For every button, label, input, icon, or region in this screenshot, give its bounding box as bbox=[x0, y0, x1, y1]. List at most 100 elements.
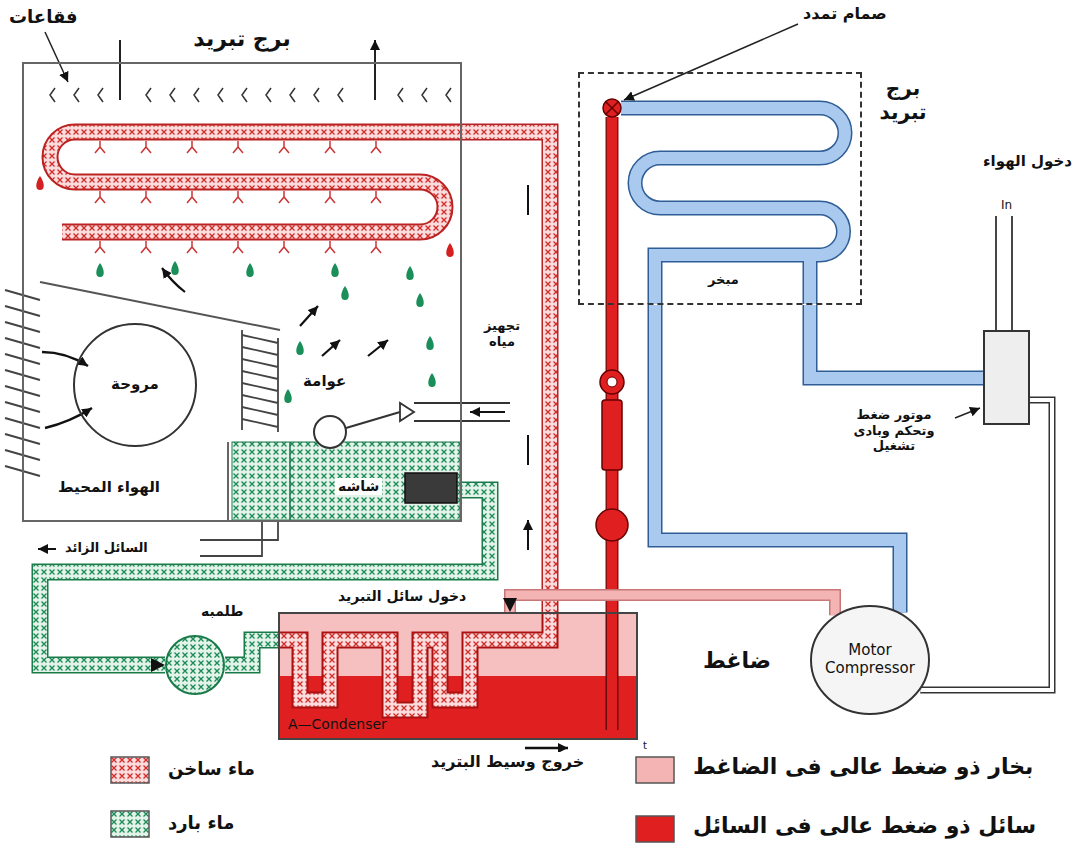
control-wire bbox=[920, 400, 1052, 690]
fan-housing bbox=[40, 282, 280, 330]
arrow-head bbox=[503, 598, 517, 612]
control-label: موتور ضغط وتحكم وبادى تشغيل bbox=[835, 407, 953, 454]
fan: مروحة bbox=[73, 323, 197, 447]
legend-text: ماء ساخن bbox=[165, 758, 258, 780]
leader-line bbox=[624, 24, 798, 100]
cooling-tower: برج تبريدمروحة bbox=[22, 62, 462, 522]
condenser-coil-outline bbox=[278, 612, 550, 710]
leader-line bbox=[955, 408, 980, 418]
condenser-label: A—Condenser bbox=[288, 716, 387, 733]
compressor-label: Motor Compressor bbox=[816, 641, 924, 677]
swatch-fill bbox=[636, 816, 674, 842]
leader-line bbox=[45, 32, 68, 82]
swatch-fill bbox=[111, 757, 149, 783]
hot-water-pipe-core bbox=[462, 132, 550, 612]
air-arrows bbox=[162, 268, 185, 292]
air-arrows bbox=[322, 340, 340, 356]
callout-label: مبخر bbox=[705, 272, 742, 288]
legend-text: ماء بارد bbox=[165, 812, 238, 834]
callout-label: عوامة bbox=[300, 372, 349, 390]
cold-water-pipe bbox=[225, 640, 278, 665]
overflow-arrow bbox=[38, 548, 56, 550]
control-box: موتور ضغط وتحكم وبادى تشغيل bbox=[983, 330, 1030, 425]
pump-label: طلمبه bbox=[201, 603, 244, 620]
swatch-fill bbox=[111, 811, 149, 837]
fan-arrows bbox=[45, 408, 92, 428]
suction-line bbox=[810, 305, 983, 378]
sight-glass-window bbox=[607, 377, 617, 387]
makeup-arrow bbox=[470, 411, 505, 413]
liquid-line-inner bbox=[607, 117, 617, 305]
suction-line-outline bbox=[810, 305, 983, 378]
callout-label: دخول الهواء bbox=[980, 152, 1075, 170]
callout-label: صمام تمدد bbox=[800, 4, 890, 23]
float-valve bbox=[400, 403, 414, 421]
cold-water-pipe bbox=[40, 490, 490, 672]
evaporator-coil bbox=[621, 108, 845, 304]
callout-label: الهواء المحيط bbox=[55, 478, 163, 496]
float-ball bbox=[314, 416, 346, 448]
callout-label: دخول سائل التبريد bbox=[335, 588, 469, 605]
air-arrows bbox=[300, 306, 318, 326]
hot-coil bbox=[50, 132, 462, 232]
hot-water-pipe bbox=[462, 132, 550, 612]
condenser-coil bbox=[278, 612, 550, 710]
callout-label: t bbox=[640, 740, 650, 752]
basin-divider bbox=[289, 442, 291, 520]
suction-line-core bbox=[655, 305, 900, 612]
fan-shape bbox=[74, 324, 196, 446]
screen-filter bbox=[405, 473, 457, 503]
fan-arrows bbox=[42, 352, 88, 366]
pump-shape bbox=[166, 636, 224, 694]
fan-label: مروحة bbox=[73, 375, 197, 393]
cold-water-pipe-outline bbox=[225, 640, 278, 665]
callout-label: فقاعات bbox=[6, 6, 81, 28]
air-arrows bbox=[368, 340, 388, 356]
hot-water-pipe-outline bbox=[462, 132, 550, 612]
tower-heading: برج تبريد bbox=[24, 26, 460, 52]
suction-line-outline bbox=[655, 305, 900, 612]
control-wire-outline bbox=[920, 400, 1052, 690]
filter-drier bbox=[602, 400, 622, 470]
cold-water-pipe-core bbox=[225, 640, 278, 665]
pump: طلمبه bbox=[165, 635, 225, 695]
cold-water-pipe-core bbox=[40, 490, 490, 665]
compressor: Motor Compressor bbox=[810, 605, 930, 715]
receiver bbox=[596, 509, 628, 541]
legend-text: بخار ذو ضغط عالى فى الضاغط bbox=[690, 754, 1036, 780]
callout-label: السائل الزائد bbox=[62, 540, 151, 556]
liquid-line-inner bbox=[606, 117, 619, 305]
hot-coil-outline bbox=[50, 132, 462, 232]
makeup-pipe bbox=[414, 403, 510, 421]
liquid-dip-tube bbox=[607, 612, 617, 730]
compressor-shape bbox=[811, 606, 929, 714]
callout-label: شاشه bbox=[335, 478, 382, 495]
overflow-pipe bbox=[200, 520, 278, 556]
cold-water-pipe-outline bbox=[40, 490, 490, 665]
expansion-valve-cross bbox=[606, 102, 618, 114]
legend-swatch bbox=[110, 810, 150, 838]
cold-basin bbox=[232, 442, 460, 520]
evaporator-coil-outline bbox=[621, 108, 845, 304]
sight-glass bbox=[600, 370, 624, 394]
legend-swatch bbox=[110, 756, 150, 784]
arrow-head bbox=[151, 658, 165, 672]
condenser: A—Condenser bbox=[278, 612, 638, 740]
drift-grille bbox=[242, 330, 278, 432]
swatch-fill bbox=[636, 757, 674, 783]
suction-line bbox=[655, 305, 900, 612]
liquid-dip-tube bbox=[606, 612, 619, 730]
evaporator-box: برج تبريد bbox=[578, 72, 862, 305]
legend-text: سائل ذو ضغط عالى فى السائل bbox=[690, 813, 1039, 839]
hot-drops bbox=[36, 176, 454, 257]
callout-label: In bbox=[998, 198, 1015, 212]
control-wire-core bbox=[920, 400, 1052, 690]
chamber-wall bbox=[227, 442, 229, 522]
air-intake-pipe bbox=[996, 216, 1012, 330]
suction-line-core bbox=[810, 305, 983, 378]
bubbles bbox=[50, 88, 451, 102]
legend-swatch bbox=[635, 756, 675, 784]
outlet-arrow bbox=[525, 747, 568, 750]
expansion-valve bbox=[603, 99, 621, 117]
